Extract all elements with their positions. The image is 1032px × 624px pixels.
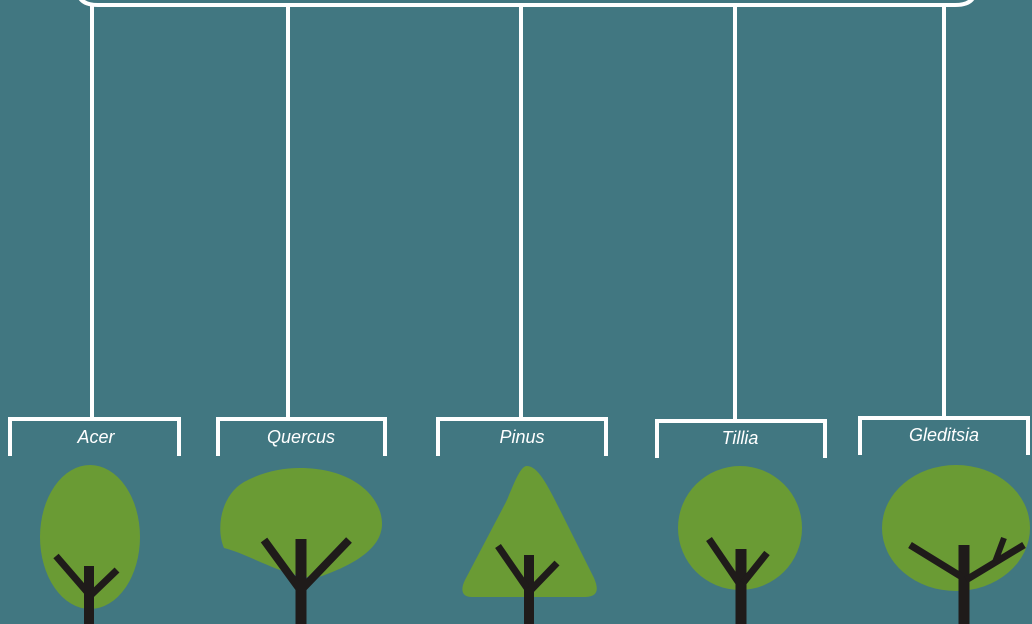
tree-icon-gleditsia — [882, 465, 1030, 624]
top-connector-bracket — [78, 0, 975, 5]
genus-label-quercus: Quercus — [267, 427, 335, 447]
trunk-quercus — [264, 539, 349, 624]
tree-icon-acer — [40, 465, 140, 624]
tree-icon-pinus — [462, 466, 596, 624]
tree-icon-quercus — [220, 468, 382, 624]
genus-label-acer: Acer — [76, 427, 115, 447]
tree-icon-tillia — [678, 466, 802, 624]
genus-label-gleditsia: Gleditsia — [909, 425, 979, 445]
genus-label-pinus: Pinus — [499, 427, 544, 447]
genus-label-tillia: Tillia — [722, 428, 759, 448]
